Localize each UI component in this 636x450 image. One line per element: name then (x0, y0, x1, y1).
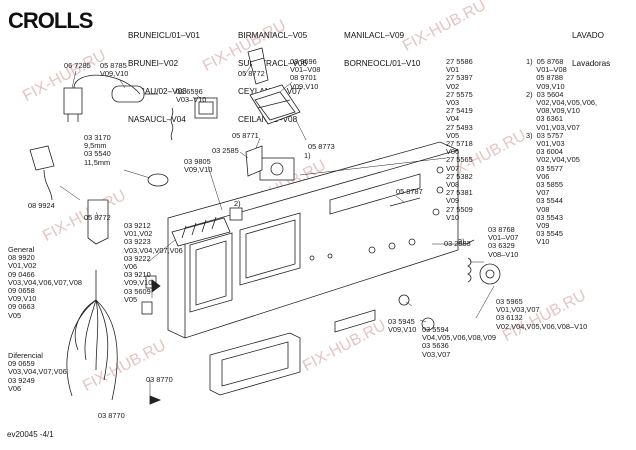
callout-067285: 06 7285 (64, 61, 91, 70)
callout-033170: 03 3170 9,5mm 03 5540 11,5mm (84, 133, 111, 167)
switch-component (229, 207, 243, 221)
marker-2: 2) (234, 199, 241, 208)
model-line: NASAUCL–V04 (128, 115, 186, 125)
callout-038770-lower: 03 8770 (98, 411, 125, 420)
pin (465, 239, 475, 245)
header-models-col1: BRUNEICL/01–V01 BRUNEI–V02 NASAU/02–V03 … (128, 12, 200, 134)
fastener (151, 279, 161, 293)
callout-general-list: General 08 9920 V01,V02 09 0466 V03,V04,… (8, 245, 82, 320)
callout-089696: 08 9696 V01–V08 08 9701 V09,V10 (290, 57, 321, 91)
knob-large (467, 257, 501, 285)
drawer-front (209, 332, 301, 396)
callout-058772-bottom: 05 8772 (84, 213, 111, 222)
callout-variants-list: 1) 05 8768 V01–V08 05 8788 V09,V10 2) 03… (526, 57, 598, 247)
model-line: MANILACL–V09 (344, 30, 405, 40)
pressure-switch (259, 157, 295, 181)
header-models-col3: MANILACL–V09 BORNEOCL/01–V10 (344, 12, 420, 78)
mains-plug (63, 74, 141, 122)
callout-058771: 05 8771 (232, 131, 259, 140)
bracket (247, 47, 269, 85)
brand-logo: CROLLS (8, 8, 93, 33)
category-line: Lavadoras (572, 59, 611, 69)
clip (141, 301, 153, 315)
control-panel (167, 141, 459, 339)
callout-032585: 03 2585 (212, 146, 239, 155)
connector (87, 199, 109, 245)
header-category: LAVADO Lavadoras (572, 12, 610, 78)
electronic-module (249, 84, 301, 125)
callout-035945: 03 5945 V09,V10 (388, 317, 417, 335)
callout-058785: 05 8785 V09,V10 (100, 61, 129, 79)
model-line: BRUNEI–V02 (128, 59, 179, 69)
power-cord (29, 145, 55, 201)
callout-032583: 03 2583 (444, 239, 471, 248)
category-line: LAVADO (572, 30, 605, 40)
model-line: NASAU/02–V03 (128, 87, 187, 97)
callout-086596: 08 6596 V03–V10 (176, 87, 207, 105)
knob-small (398, 294, 435, 331)
callout-038770-upper: 03 8770 (146, 375, 173, 384)
lever-part (245, 145, 263, 177)
callout-038768: 03 8768 V01–V07 03 6329 V08–V10 (488, 225, 519, 259)
terminal-block (171, 216, 231, 247)
spring-wire (170, 107, 174, 141)
callout-039805: 03 9805 V09,V10 (184, 157, 213, 175)
callout-panel-list: 27 5586 V01 27 5397 V02 27 5575 V03 27 5… (446, 57, 473, 222)
clip (145, 275, 157, 289)
rod (389, 197, 421, 207)
callout-058787: 05 8787 (396, 187, 423, 196)
callout-035965: 03 5965 V01,V03,V07 03 6132 V02,V04,V05,… (496, 297, 588, 331)
callout-039212-list: 03 9212 V01,V02 03 9223 V03,V04,V07,V06 … (124, 221, 183, 304)
cable-clamp (147, 173, 169, 187)
fastener (149, 395, 162, 405)
callout-058773: 05 8773 (308, 142, 335, 151)
model-line: BIRMANIACL–V05 (238, 30, 308, 40)
wiring-harness (66, 270, 118, 401)
marker-3: 3) (458, 237, 465, 246)
drawing-reference: ev20045 -4/1 (7, 430, 54, 439)
selector-switch (194, 97, 218, 119)
callout-035594: 03 5594 V04,V05,V06,V08,V09 03 5636 V03,… (422, 325, 496, 359)
callout-diferencial-list: Diferencial 09 0659 V03,V04,V07,V06 03 9… (8, 351, 67, 393)
callout-058772-top: 05 8772 (238, 69, 265, 78)
marker-1: 1) (304, 151, 311, 160)
model-line: SUMATRACL–V06 (238, 59, 308, 69)
model-line: BORNEOCL/01–V10 (344, 59, 421, 69)
model-line: BRUNEICL/01–V01 (128, 30, 200, 40)
callout-089924: 08 9924 (28, 201, 55, 210)
